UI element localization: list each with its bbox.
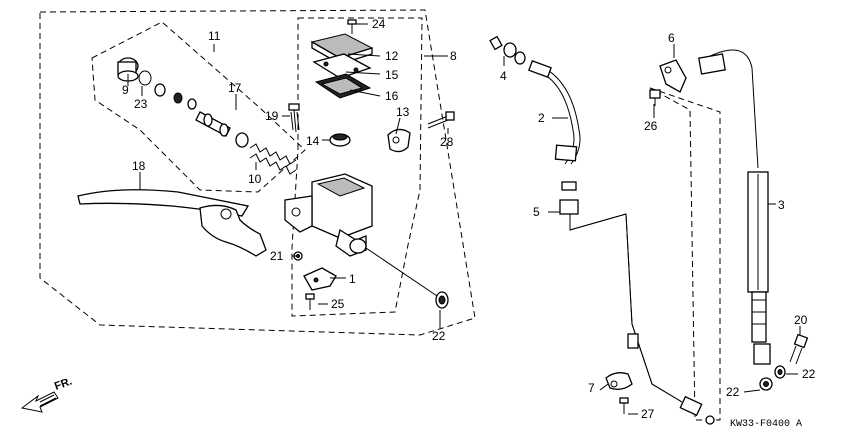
piston-part xyxy=(195,111,249,148)
callout-15: 15 xyxy=(385,68,399,82)
callout-4: 4 xyxy=(500,69,507,83)
callout-21: 21 xyxy=(270,249,284,263)
callout-1: 1 xyxy=(349,272,356,286)
callout-19: 19 xyxy=(265,109,279,123)
switch-screw-2-part xyxy=(305,293,315,310)
callout-6: 6 xyxy=(668,31,675,45)
cap-screw-part xyxy=(347,19,357,34)
brake-switch-part xyxy=(303,267,337,291)
callout-2: 2 xyxy=(538,111,545,125)
oil-bolt-part xyxy=(489,35,526,65)
callout-22-lower-right: 22 xyxy=(802,367,816,381)
callout-23: 23 xyxy=(134,97,148,111)
brake-lever-part xyxy=(77,189,267,257)
callout-3: 3 xyxy=(778,198,785,212)
sealing-washer-3-part xyxy=(774,365,786,379)
callout-16: 16 xyxy=(385,89,399,103)
washer-part xyxy=(154,83,197,110)
callout-7: 7 xyxy=(588,381,595,395)
callout-11: 11 xyxy=(208,29,221,43)
lower-brake-hose-part xyxy=(698,49,771,365)
grommet-part xyxy=(329,133,351,147)
callout-10: 10 xyxy=(248,172,262,186)
leader-lines xyxy=(127,23,801,415)
callout-17: 17 xyxy=(228,81,242,95)
oil-bolt-2-part xyxy=(789,333,809,365)
hose-stay-part xyxy=(659,59,687,93)
piston-boot-part xyxy=(117,57,139,82)
callout-8: 8 xyxy=(450,49,457,63)
pivot-bolt-part xyxy=(288,103,300,133)
callout-12: 12 xyxy=(385,49,399,63)
callout-24: 24 xyxy=(372,17,386,31)
callout-5: 5 xyxy=(533,205,540,219)
callout-28: 28 xyxy=(440,135,454,149)
reservoir-group-outline xyxy=(291,17,423,317)
callout-26: 26 xyxy=(644,119,658,133)
spring-part xyxy=(249,143,297,175)
callout-13: 13 xyxy=(396,105,410,119)
callout-22-lower-left: 22 xyxy=(726,385,740,399)
callout-9: 9 xyxy=(122,83,129,97)
clamp-bolt-part xyxy=(619,397,629,414)
holder-part xyxy=(387,128,411,153)
master-cylinder-body-part xyxy=(284,173,441,299)
sealing-washer-part xyxy=(435,291,449,309)
set-plate-part xyxy=(312,53,372,79)
diaphragm-part xyxy=(314,73,372,99)
callout-14: 14 xyxy=(306,134,320,148)
master-cylinder-group-outline xyxy=(39,9,476,336)
callout-22-master: 22 xyxy=(432,329,446,343)
callouts: 1 2 3 4 5 6 7 8 9 10 11 12 13 14 15 16 1… xyxy=(122,17,816,421)
pipe-clamp-part xyxy=(605,372,633,390)
callout-25: 25 xyxy=(331,297,345,311)
callout-27: 27 xyxy=(641,407,655,421)
callout-18: 18 xyxy=(132,159,146,173)
front-arrow-icon xyxy=(20,391,59,413)
circlip-part xyxy=(138,70,152,86)
front-direction-indicator: FR. xyxy=(20,375,74,413)
front-label: FR. xyxy=(53,375,74,392)
upper-brake-hose-part xyxy=(528,60,581,165)
brake-pipe-part xyxy=(559,181,715,425)
diagram-code: KW33-F0400 A xyxy=(730,419,802,430)
piston-kit-group-outline xyxy=(91,21,306,193)
hose-group-outline xyxy=(649,87,721,421)
stay-bolt-part xyxy=(649,89,661,106)
holder-bolt-part xyxy=(427,111,455,129)
callout-20: 20 xyxy=(794,313,808,327)
sealing-washer-2-part xyxy=(759,377,773,391)
